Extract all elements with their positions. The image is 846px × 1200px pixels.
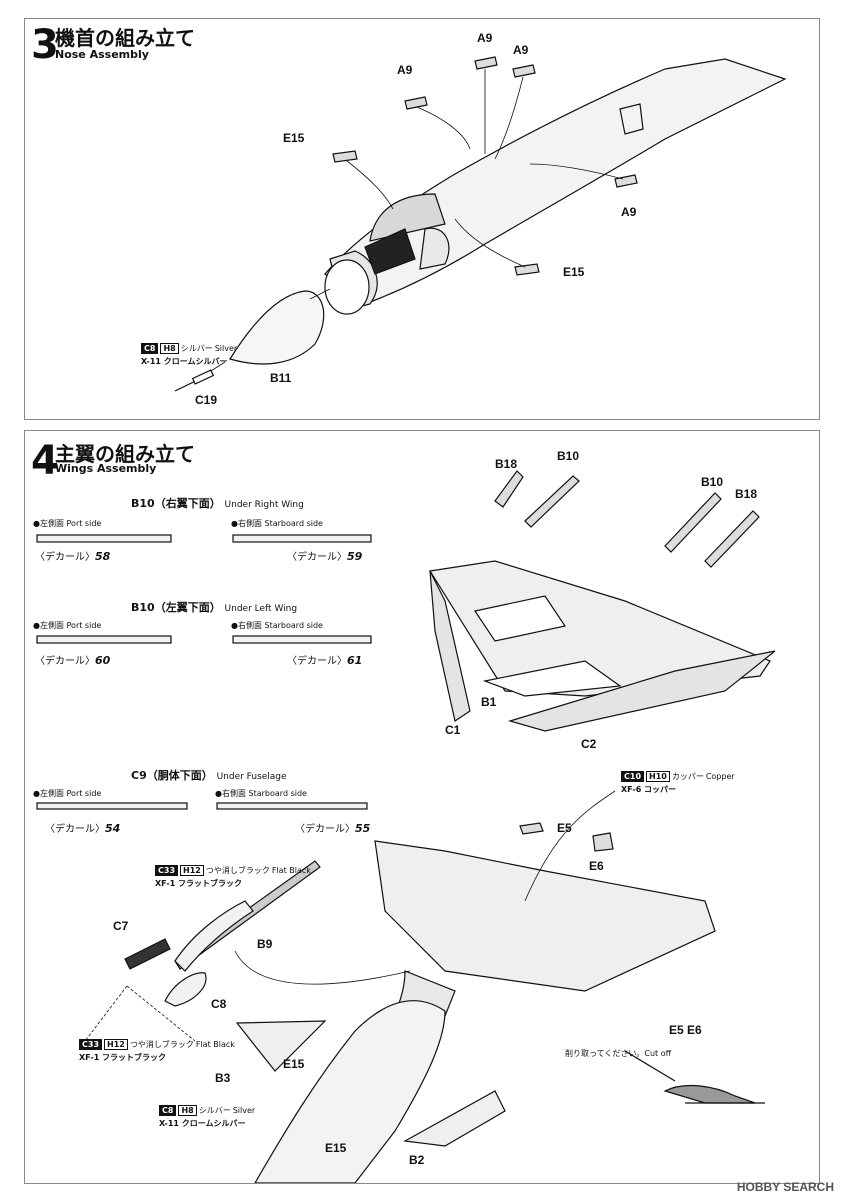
part-e15: E15 xyxy=(283,1057,305,1071)
step4-title-en: Wings Assembly xyxy=(55,462,157,475)
left-wing-starboard-decal: 〈デカール〉61 xyxy=(287,654,363,668)
watermark: HOBBY SEARCH xyxy=(736,1180,834,1194)
fuselage-port-decal: 〈デカール〉54 xyxy=(45,822,121,836)
fuselage-port-label: ●左側面 Port side xyxy=(33,789,102,798)
part-b3: B3 xyxy=(215,1071,231,1085)
part-b9: B9 xyxy=(257,937,273,951)
part-a9: A9 xyxy=(621,205,637,219)
step3-title-jp: 機首の組み立て xyxy=(55,26,195,50)
part-b10: B10 xyxy=(557,449,580,463)
step4-title-jp: 主翼の組み立て xyxy=(55,442,195,466)
step3-title-en: Nose Assembly xyxy=(55,48,149,61)
step4-number: 4 xyxy=(31,438,59,484)
part-b18: B18 xyxy=(495,457,518,471)
right-wing-port-label: ●左側面 Port side xyxy=(33,519,102,528)
nose-assembly-drawing xyxy=(174,56,787,392)
part-b2: B2 xyxy=(409,1153,425,1167)
right-wing-starboard-decal: 〈デカール〉59 xyxy=(287,550,363,564)
part-b18: B18 xyxy=(735,487,758,501)
part-e5: E5 xyxy=(557,821,572,835)
paint-flat-black-name: XF-1 フラットブラック xyxy=(155,879,243,888)
fuselage-starboard-label: ●右側面 Starboard side xyxy=(215,789,307,798)
paint-code: C8 xyxy=(141,343,159,354)
paint-flat-black-2: C33 H12 つや消しブラック Flat Black xyxy=(79,1039,235,1050)
paint-en: Silver xyxy=(214,344,238,353)
left-wing-port-label: ●左側面 Port side xyxy=(33,621,102,630)
paint-name: X-11 クロームシルバー xyxy=(141,357,228,366)
part-c1: C1 xyxy=(445,723,461,737)
paint-copper: C10 H10 カッパー Copper xyxy=(621,771,735,782)
paint-silver: C8 H8 シルバー Silver xyxy=(141,343,237,354)
cut-off-note: 削り取ってください。Cut off xyxy=(565,1049,672,1058)
part-c2: C2 xyxy=(581,737,597,751)
part-b1: B1 xyxy=(481,695,497,709)
paint-flat-black: C33 H12 つや消しブラック Flat Black xyxy=(155,865,311,876)
paint-silver-2: C8 H8 シルバー Silver xyxy=(159,1105,255,1116)
part-c7: C7 xyxy=(113,919,129,933)
part-e5-e6: E5 E6 xyxy=(669,1023,702,1037)
right-wing-port-decal: 〈デカール〉58 xyxy=(35,550,111,564)
wings-assembly-drawing xyxy=(36,470,776,1183)
part-c19: C19 xyxy=(195,393,218,407)
paint-flat-black-2-name: XF-1 フラットブラック xyxy=(79,1053,167,1062)
paint-copper-name: XF-6 コッパー xyxy=(621,785,677,794)
part-e15: E15 xyxy=(283,131,305,145)
left-wing-title: B10（左翼下面） Under Left Wing xyxy=(131,601,298,614)
part-c8: C8 xyxy=(211,997,227,1011)
part-e15: E15 xyxy=(563,265,585,279)
left-wing-starboard-label: ●右側面 Starboard side xyxy=(231,621,323,630)
part-a9: A9 xyxy=(477,31,493,45)
fuselage-title: C9（胴体下面） Under Fuselage xyxy=(131,769,287,782)
right-wing-starboard-label: ●右側面 Starboard side xyxy=(231,519,323,528)
paint-jp: シルバー xyxy=(180,344,213,353)
fuselage-starboard-decal: 〈デカール〉55 xyxy=(295,822,371,836)
part-a9: A9 xyxy=(513,43,529,57)
step3-panel: 3 機首の組み立て Nose Assembly A9 A9 A9 A9 E15 … xyxy=(24,18,820,420)
left-wing-port-decal: 〈デカール〉60 xyxy=(35,654,111,668)
paint-silver-2-name: X-11 クロームシルバー xyxy=(159,1119,246,1128)
step3-number: 3 xyxy=(31,22,59,68)
part-e15: E15 xyxy=(325,1141,347,1155)
part-b11: B11 xyxy=(270,371,292,385)
paint-h-code: H8 xyxy=(160,343,179,354)
part-e6: E6 xyxy=(589,859,604,873)
part-b10: B10 xyxy=(701,475,724,489)
step4-panel: 4 主翼の組み立て Wings Assembly B10（右翼下面） Under… xyxy=(24,430,820,1184)
part-a9: A9 xyxy=(397,63,413,77)
right-wing-title: B10（右翼下面） Under Right Wing xyxy=(131,497,304,510)
